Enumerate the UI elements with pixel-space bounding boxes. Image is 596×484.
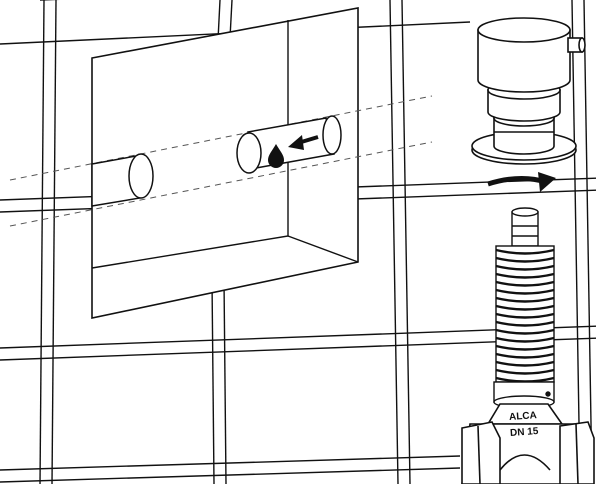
thread-ring — [495, 280, 555, 287]
thread-ring — [495, 368, 555, 375]
thread-ring — [495, 352, 555, 359]
thread-ring — [495, 248, 555, 255]
thread-ring — [495, 336, 555, 343]
valve-body — [461, 403, 595, 484]
thread-ring — [495, 264, 555, 271]
thread-ring — [495, 304, 555, 311]
thread-ring — [495, 272, 555, 279]
valve-size-label: DN 15 — [510, 426, 539, 439]
extension-base — [493, 381, 555, 409]
thread-rings — [495, 248, 555, 383]
left-pipe-stub — [91, 153, 154, 207]
thread-ring — [495, 320, 555, 327]
thread-ring — [495, 328, 555, 335]
valve-brand-label: ALCA — [509, 410, 537, 423]
right-pipe-stub — [236, 115, 342, 174]
water-drop-icon — [268, 144, 284, 168]
left-arrow-icon — [288, 135, 319, 150]
pipe-guide-lines — [9, 95, 433, 227]
wall-niche — [91, 7, 359, 319]
curved-rotate-arrow-icon — [487, 172, 556, 192]
thread-ring — [495, 256, 555, 263]
thread-ring — [495, 360, 555, 367]
thread-ring — [495, 296, 555, 303]
thread-ring — [495, 344, 555, 351]
thread-ring — [495, 312, 555, 319]
valve-cap — [471, 17, 586, 165]
thread-ring — [495, 288, 555, 295]
